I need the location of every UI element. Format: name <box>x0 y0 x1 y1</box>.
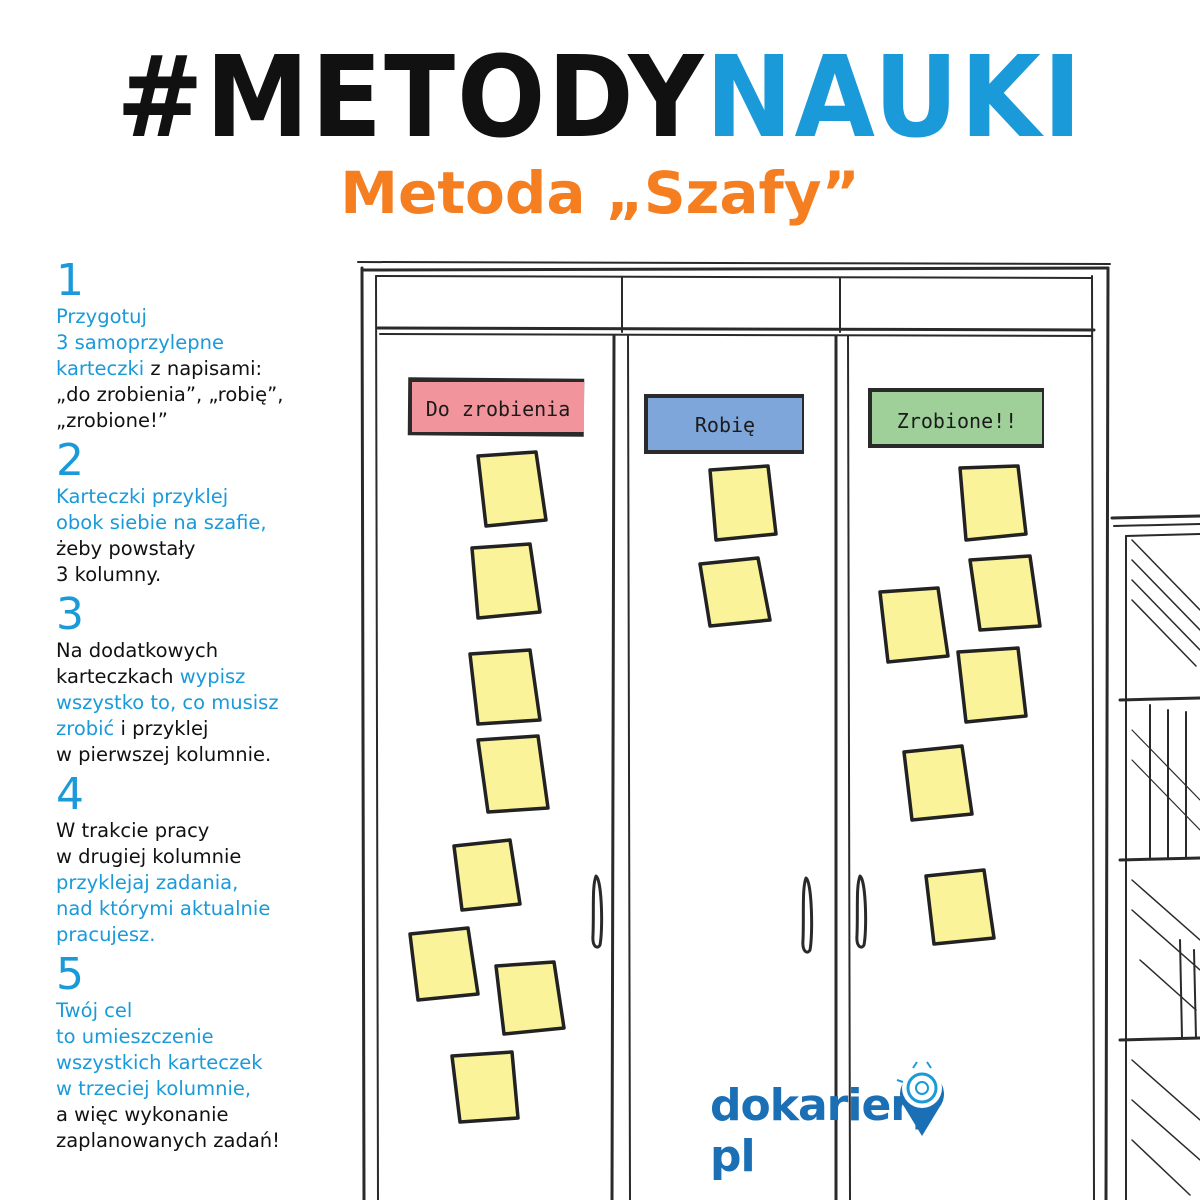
step-text: Na dodatkowych <box>56 639 219 662</box>
page-subtitle: Metoda „Szafy” <box>340 159 860 227</box>
door-handle <box>801 876 814 954</box>
step-text: wszystko to, co musisz <box>56 691 279 714</box>
label-todo: Do zrobienia <box>407 377 585 437</box>
sticky-note <box>698 556 772 628</box>
sticky-note <box>958 464 1028 542</box>
step-text: i przyklej <box>114 717 209 740</box>
sticky-note <box>968 554 1042 632</box>
logo-pin-icon <box>896 1061 944 1136</box>
sticky-note <box>408 926 480 1002</box>
sticky-note <box>902 744 974 822</box>
step-text: wypisz <box>179 665 246 688</box>
step-3: 3 Na dodatkowych karteczkach wypisz wszy… <box>56 592 346 768</box>
step-text: to umieszczenie <box>56 1025 214 1048</box>
label-done: Zrobione!! <box>868 388 1044 448</box>
step-5: 5 Twój cel to umieszczenie wszystkich ka… <box>56 952 346 1154</box>
sticky-note <box>450 1050 520 1124</box>
step-text: w drugiej kolumnie <box>56 845 242 868</box>
title-part-nauki: NAUKI <box>705 31 1084 163</box>
step-text: w pierwszej kolumnie. <box>56 743 272 766</box>
step-text: przyklejaj zadania, <box>56 871 239 894</box>
step-text: 3 samoprzylepne <box>56 331 224 354</box>
step-number: 2 <box>56 435 84 486</box>
steps-list: 1 Przygotuj 3 samoprzylepne karteczki z … <box>56 258 346 1158</box>
label-todo-text: Do zrobienia <box>426 397 571 421</box>
step-4: 4 W trakcie pracy w drugiej kolumnie prz… <box>56 772 346 948</box>
step-text: karteczki <box>56 357 145 380</box>
sticky-note <box>470 542 542 620</box>
step-text: żeby powstały <box>56 537 196 560</box>
label-doing: Robię <box>644 394 804 454</box>
door-divider-1 <box>610 334 616 1200</box>
step-number: 4 <box>56 769 84 820</box>
step-2: 2 Karteczki przyklej obok siebie na szaf… <box>56 438 346 588</box>
step-text: Twój cel <box>56 999 133 1022</box>
step-text: zrobić <box>56 717 115 740</box>
step-text: w trzeciej kolumnie, <box>56 1077 252 1100</box>
sticky-note <box>476 734 550 814</box>
wardrobe-right-edge <box>1104 266 1110 1200</box>
door-handle <box>591 874 604 949</box>
logo-suffix: pl <box>710 1131 756 1182</box>
label-done-text: Zrobione!! <box>897 409 1017 433</box>
step-text: a więc wykonanie <box>56 1103 229 1126</box>
sticky-note <box>468 648 542 726</box>
sticky-note <box>494 960 566 1036</box>
step-text: W trakcie pracy <box>56 819 210 842</box>
sticky-note <box>452 838 522 912</box>
wardrobe-top-edge <box>360 266 1110 272</box>
step-text: Karteczki przyklej <box>56 485 229 508</box>
sticky-note <box>878 586 950 664</box>
step-text: z napisami: <box>144 357 263 380</box>
step-text: nad którymi aktualnie <box>56 897 271 920</box>
sticky-note <box>924 868 996 946</box>
top-shelf-line <box>376 326 1096 332</box>
title-part-metody: #METODY <box>116 31 706 163</box>
step-1: 1 Przygotuj 3 samoprzylepne karteczki z … <box>56 258 346 434</box>
step-text: pracujesz. <box>56 923 156 946</box>
page-title: #METODYNAUKI <box>0 38 1200 157</box>
step-number: 1 <box>56 255 84 306</box>
sticky-note <box>708 464 778 542</box>
step-text: „do zrobienia”, „robię”, <box>56 383 284 406</box>
step-text: zaplanowanych zadań! <box>56 1129 280 1152</box>
step-text: Przygotuj <box>56 305 147 328</box>
step-number: 5 <box>56 949 84 1000</box>
dokariery-logo: dokarierypl <box>710 1058 1010 1182</box>
step-text: karteczkach <box>56 665 180 688</box>
label-doing-text: Robię <box>695 413 755 437</box>
step-number: 3 <box>56 589 84 640</box>
sticky-note <box>476 450 548 528</box>
step-text: obok siebie na szafie, <box>56 511 267 534</box>
step-text: 3 kolumny. <box>56 563 162 586</box>
step-text: wszystkich karteczek <box>56 1051 263 1074</box>
sticky-note <box>956 646 1028 724</box>
door-handle <box>855 874 868 949</box>
wardrobe-left-edge <box>360 266 366 1200</box>
step-text: „zrobione!” <box>56 409 168 432</box>
